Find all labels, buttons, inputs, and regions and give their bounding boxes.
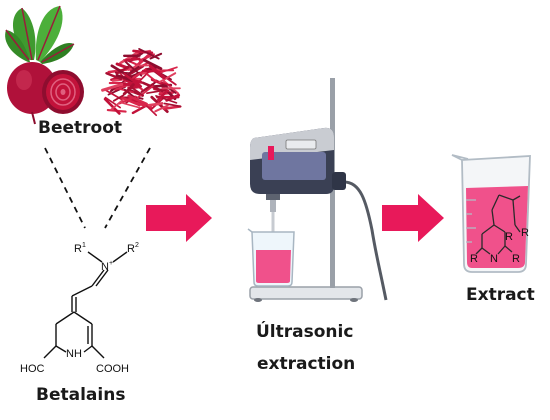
beet-leaves-icon <box>5 6 74 64</box>
beaker-r-mid: R <box>505 231 513 243</box>
grated-beet-strip <box>126 59 140 61</box>
n-plus-label: N+ <box>101 260 113 273</box>
cooh-label: COOH <box>96 363 129 375</box>
grated-beet-icon <box>103 49 181 115</box>
arrow-right-icon <box>146 194 212 242</box>
stand-base <box>250 287 362 299</box>
extract-label: Extract <box>466 285 535 305</box>
dashed-connectors <box>45 148 150 228</box>
beaker-r-right: R <box>512 253 520 265</box>
ultrasonic-label-line2: extraction <box>257 354 355 374</box>
beaker-r-top: R <box>521 227 529 239</box>
beet-slice-icon <box>42 70 84 114</box>
nh-label: NH <box>66 348 82 360</box>
power-cable <box>344 182 386 300</box>
betalain-labels: R1 R2 N+ NH HOC COOH <box>20 242 139 375</box>
beaker-r-left: R <box>470 253 478 265</box>
hoc-label: HOC <box>20 363 45 375</box>
arrow-right-icon-2 <box>382 194 444 242</box>
display-screen <box>286 140 316 149</box>
stand-clamp <box>332 172 346 190</box>
beetroot-illustration <box>5 6 181 124</box>
beaker-n: N <box>490 253 498 265</box>
ultrasonic-device-illustration <box>248 78 386 302</box>
extract-beaker-illustration: R R R R N <box>452 155 530 272</box>
betalains-label: Betalains <box>36 385 125 405</box>
r1-label: R1 <box>74 242 86 255</box>
beetroot-label: Beetroot <box>38 118 122 138</box>
betalain-structure <box>44 252 127 358</box>
device-beaker-liquid <box>256 250 291 283</box>
r2-label: R2 <box>127 242 139 255</box>
indicator-light <box>268 146 274 160</box>
ultrasonic-label-line1: Últrasonic <box>256 322 353 342</box>
